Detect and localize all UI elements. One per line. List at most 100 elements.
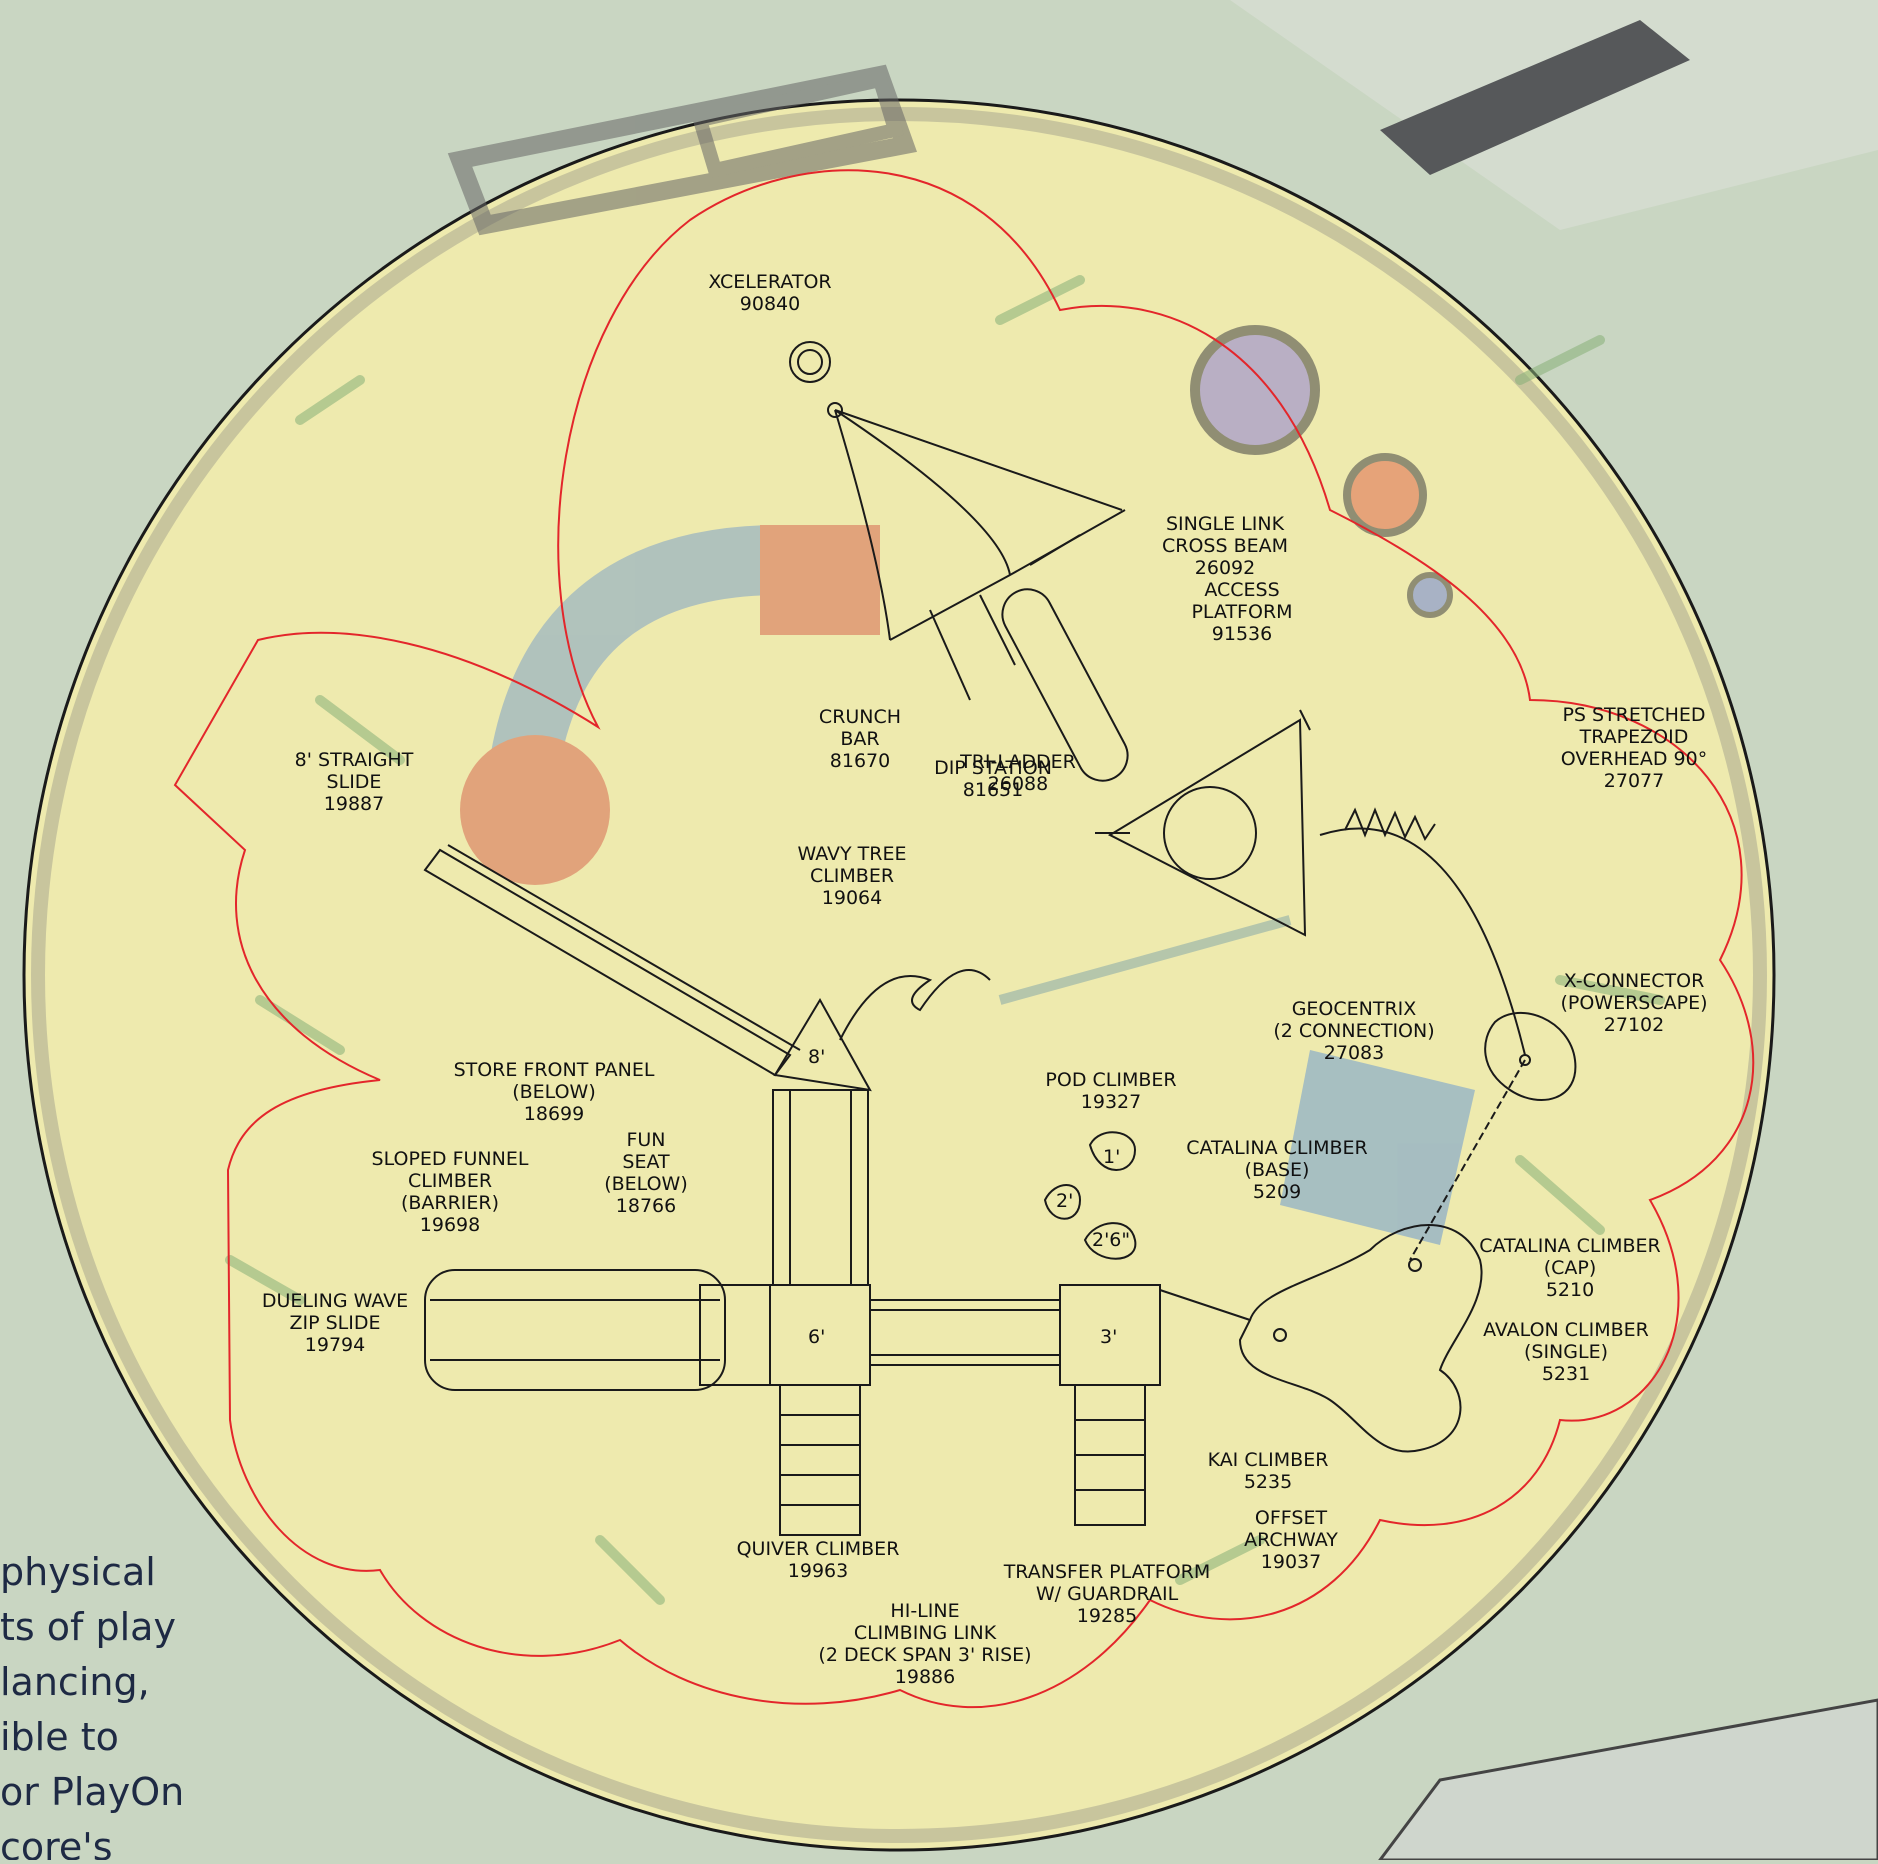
label-line: SINGLE LINK [1166, 513, 1285, 535]
label-line: 26092 [1195, 557, 1255, 579]
label-line: TRAPEZOID [1579, 726, 1689, 748]
label-line: DIP STATION [934, 757, 1052, 779]
geocentrix-drawing [1095, 709, 1311, 937]
label-line: (BASE) [1245, 1159, 1310, 1181]
label-line: XCELERATOR [708, 271, 831, 293]
underlay-blue-circle [1407, 572, 1453, 618]
label-line: 19037 [1261, 1551, 1321, 1573]
label-catalina-climber-cap: CATALINA CLIMBER(CAP)5210 [1479, 1235, 1660, 1301]
label-line: CLIMBER [810, 865, 894, 887]
pod-climber-2 [1043, 1184, 1082, 1220]
label-line: BAR [840, 728, 879, 750]
ladder-drawing [779, 1384, 861, 1536]
pod-height-1: 1' [1103, 1146, 1120, 1168]
side-text-line-6: core's [0, 1825, 113, 1860]
label-line: CRUNCH [819, 706, 901, 728]
label-store-front-panel: STORE FRONT PANEL(BELOW)18699 [454, 1059, 655, 1125]
label-line: 91536 [1212, 623, 1272, 645]
xcelerator-drawing [789, 341, 1126, 701]
side-description-text: physical ts of play lancing, ible to or … [0, 1550, 184, 1864]
slide-19887-drawing [423, 844, 872, 1092]
label-line: FUN [626, 1129, 665, 1151]
label-line: POD CLIMBER [1045, 1069, 1176, 1091]
underlay-purple-circle [1190, 325, 1320, 455]
side-text-line-5: or PlayOn [0, 1770, 184, 1814]
label-catalina-climber-base: CATALINA CLIMBER(BASE)5209 [1186, 1137, 1367, 1203]
label-line: DUELING WAVE [262, 1290, 408, 1312]
wavy-tree-climber-drawing [839, 969, 991, 1041]
pod-climber-3 [1083, 1222, 1137, 1260]
label-line: 5209 [1253, 1181, 1301, 1203]
label-line: HI-LINE [890, 1600, 959, 1622]
zip-slide-drawing [424, 1269, 771, 1391]
label-line: W/ GUARDRAIL [1036, 1583, 1179, 1605]
underlay-red-circle [460, 735, 610, 885]
label-x-connector: X-CONNECTOR(POWERSCAPE)27102 [1560, 970, 1707, 1036]
tri-ladder-drawing [1001, 588, 1129, 782]
label-line: (2 CONNECTION) [1273, 1020, 1434, 1042]
label-line: ZIP SLIDE [289, 1312, 380, 1334]
label-line: 81670 [830, 750, 890, 772]
label-line: PLATFORM [1191, 601, 1292, 623]
use-zone-outline [173, 169, 1755, 1709]
offset-archway-drawing [1159, 1289, 1251, 1321]
label-line: 19887 [324, 793, 384, 815]
label-line: 18766 [616, 1195, 676, 1217]
label-line: CLIMBER [408, 1170, 492, 1192]
trapezoid-overhead-drawing [1319, 807, 1526, 1056]
label-line: 81651 [963, 779, 1023, 801]
underlay-blue-panel [1280, 1050, 1475, 1245]
label-line: CROSS BEAM [1162, 535, 1288, 557]
label-line: CATALINA CLIMBER [1479, 1235, 1660, 1257]
label-line: SEAT [622, 1151, 670, 1173]
underlay-orange-circle [1343, 453, 1427, 537]
side-text-line-4: ible to [0, 1715, 119, 1759]
deck-height-8: 8' [808, 1046, 825, 1068]
climbing-link-line [1409, 1059, 1526, 1261]
pod-climber-1 [1088, 1131, 1137, 1171]
label-line: ARCHWAY [1244, 1529, 1338, 1551]
label-line: SLOPED FUNNEL [372, 1148, 529, 1170]
underlay-stripe [998, 915, 1292, 1005]
label-line: TRANSFER PLATFORM [1003, 1561, 1211, 1583]
background-path [1380, 20, 1690, 175]
label-line: (2 DECK SPAN 3' RISE) [818, 1644, 1031, 1666]
label-line: OVERHEAD 90° [1561, 748, 1707, 770]
deck-height-3: 3' [1100, 1326, 1117, 1348]
underlay-red-deck [760, 525, 880, 635]
label-line: WAVY TREE [798, 843, 907, 865]
label-geocentrix: GEOCENTRIX(2 CONNECTION)27083 [1273, 998, 1434, 1064]
pod-height-3: 2'6" [1092, 1229, 1130, 1251]
label-line: 19285 [1077, 1605, 1137, 1627]
x-connector-drawing [1484, 1012, 1577, 1101]
label-line: CATALINA CLIMBER [1186, 1137, 1367, 1159]
pod-height-2: 2' [1056, 1190, 1073, 1212]
label-line: GEOCENTRIX [1292, 998, 1417, 1020]
label-line: 19327 [1081, 1091, 1141, 1113]
underlay-bench [447, 64, 918, 236]
site-circle [22, 98, 1776, 1852]
side-text-line-2: ts of play [0, 1605, 176, 1649]
label-line: (BELOW) [604, 1173, 688, 1195]
label-line: QUIVER CLIMBER [737, 1538, 900, 1560]
label-line: 5235 [1244, 1471, 1292, 1493]
label-avalon-climber: AVALON CLIMBER(SINGLE)5231 [1483, 1319, 1649, 1385]
label-line: 27083 [1324, 1042, 1384, 1064]
label-line: 8' STRAIGHT [295, 749, 414, 771]
label-line: 27102 [1604, 1014, 1664, 1036]
label-line: TRI-LADDER [959, 751, 1076, 773]
